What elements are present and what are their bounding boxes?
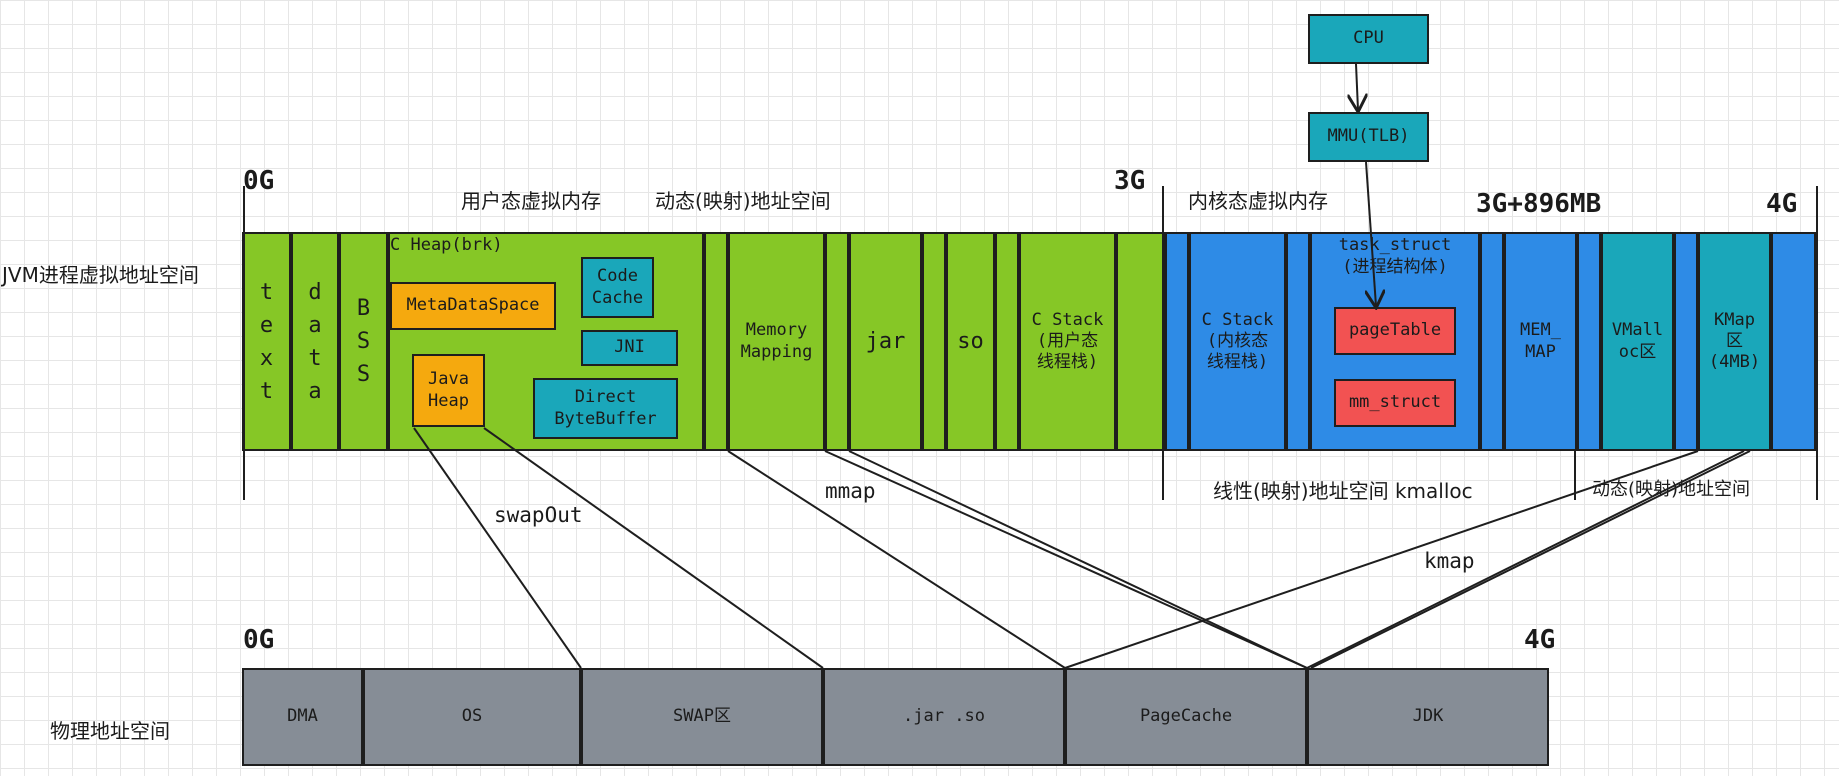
user-gap-segment (825, 232, 849, 451)
jdk-segment: JDK (1307, 668, 1549, 766)
c-heap-label: C Heap(brk) (390, 235, 503, 255)
user-tail-segment (1116, 232, 1165, 451)
kmap-line (1310, 450, 1751, 669)
cpu-to-mmu-arrow (1356, 63, 1358, 110)
text-segment: t e x t (242, 232, 291, 451)
kmap-line (1064, 450, 1699, 669)
so-segment: so (946, 232, 995, 451)
swapout-line (413, 427, 582, 669)
kmap-area-segment: KMap 区 (4MB) (1698, 232, 1771, 451)
kernel-gap-segment (1480, 232, 1504, 451)
jar-so-segment: .jar .so (823, 668, 1065, 766)
swap-segment: SWAP区 (581, 668, 823, 766)
page-table-block: pageTable (1334, 307, 1456, 355)
kmap-line (1306, 450, 1745, 669)
dynamic-space-title: 动态(映射)地址空间 (655, 189, 831, 213)
mmu-to-pagetable-arrow (1366, 161, 1376, 306)
memory-mapping-segment: Memory Mapping (728, 232, 825, 451)
mmu-box: MMU(TLB) (1308, 112, 1429, 162)
kmap-label: kmap (1424, 549, 1475, 573)
mmap-line (727, 450, 1066, 669)
kernel-gap-segment (1286, 232, 1310, 451)
physical-0g-marker: 0G (243, 625, 275, 655)
user-space-title: 用户态虚拟内存 (461, 189, 601, 213)
kernel-gap-segment (1674, 232, 1698, 451)
virtual-3g-marker: 3G (1114, 166, 1146, 196)
kernel-tail-segment (1771, 232, 1816, 451)
virtual-3g896mb-marker: 3G+896MB (1476, 189, 1602, 219)
mmap-line (848, 450, 1308, 669)
jni-block: JNI (581, 330, 678, 366)
jar-segment: jar (849, 232, 922, 451)
linear-space-label: 线性(映射)地址空间 kmalloc (1213, 479, 1473, 503)
virtual-0g-marker: 0G (243, 166, 275, 196)
metadataspace-block: MetaDataSpace (390, 282, 556, 330)
vmalloc-segment: VMall oc区 (1601, 232, 1674, 451)
c-stack-user-segment: C Stack (用户态 线程栈) (1019, 232, 1116, 451)
java-heap-block: Java Heap (412, 354, 485, 427)
mmap-line (824, 450, 1308, 669)
mmap-label: mmap (825, 479, 876, 503)
physical-4g-marker: 4G (1524, 625, 1556, 655)
kernel-gap-segment (1165, 232, 1189, 451)
direct-bytebuffer-block: Direct ByteBuffer (533, 378, 678, 439)
c-stack-kernel-segment: C Stack (内核态 线程栈) (1189, 232, 1286, 451)
user-gap-segment (922, 232, 946, 451)
dma-segment: DMA (242, 668, 363, 766)
physical-address-space-label: 物理地址空间 (50, 719, 170, 743)
virtual-4g-marker: 4G (1766, 189, 1798, 219)
user-gap-segment (704, 232, 728, 451)
kernel-space-title: 内核态虚拟内存 (1188, 189, 1328, 213)
os-segment: OS (363, 668, 581, 766)
task-struct-label: task_struct (进程结构体) (1338, 235, 1452, 278)
swapout-line (483, 427, 824, 669)
bss-segment: B S S (339, 232, 388, 451)
mem-map-segment: MEM_ MAP (1504, 232, 1577, 451)
kernel-gap-segment (1577, 232, 1601, 451)
swapout-label: swapOut (494, 503, 583, 527)
virtual-address-space-label: JVM进程虚拟地址空间 (2, 263, 199, 287)
code-cache-block: Code Cache (581, 257, 654, 318)
mm-struct-block: mm_struct (1334, 379, 1456, 427)
cpu-box: CPU (1308, 14, 1429, 64)
data-segment: d a t a (291, 232, 339, 451)
pagecache-segment: PageCache (1065, 668, 1307, 766)
user-gap-segment (995, 232, 1019, 451)
